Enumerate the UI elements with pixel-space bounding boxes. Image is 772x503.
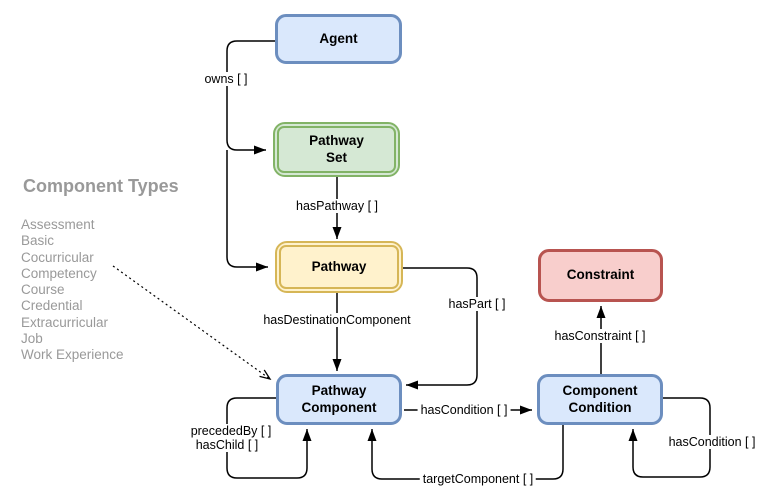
node-agent: Agent <box>275 14 402 64</box>
edge-label-has-constraint: hasConstraint [ ] <box>551 329 649 343</box>
component-type-item: Cocurricular <box>21 249 94 265</box>
node-pathway-component-label: Pathway Component <box>301 382 377 415</box>
edge-has-condition-self-loop <box>628 397 711 478</box>
edge-target-component <box>367 425 564 480</box>
component-type-item: Work Experience <box>21 347 124 363</box>
component-type-item: Basic <box>21 233 55 249</box>
node-pathway-set-label: Pathway Set <box>309 132 364 165</box>
node-constraint: Constraint <box>538 249 663 302</box>
node-constraint-label: Constraint <box>566 267 635 283</box>
node-pathway-component: Pathway Component <box>276 374 402 425</box>
edge-has-part <box>403 267 478 390</box>
node-agent-label: Agent <box>319 30 358 46</box>
edge-label-has-child: hasChild [ ] <box>192 438 262 452</box>
component-type-item: Competency <box>21 265 97 281</box>
edge-label-has-condition-self: hasCondition [ ] <box>665 435 759 449</box>
edge-label-owns: owns [ ] <box>201 72 251 86</box>
edge-label-has-part: hasPart [ ] <box>445 297 509 311</box>
edge-label-preceded-by: precededBy [ ] <box>187 424 275 438</box>
edge-component-types-dotted <box>112 265 272 381</box>
node-pathway-set: Pathway Set <box>273 122 400 177</box>
component-type-item: Course <box>21 282 65 298</box>
edge-preceded-by-has-child-loop <box>226 397 312 479</box>
node-component-condition-label: Component Condition <box>562 382 638 415</box>
component-types-list: Assessment Basic Cocurricular Competency… <box>21 217 124 364</box>
edge-label-has-pathway: hasPathway [ ] <box>293 199 381 213</box>
edge-label-has-condition: hasCondition [ ] <box>417 403 511 417</box>
edge-label-has-destination-component: hasDestinationComponent <box>260 313 414 327</box>
node-pathway: Pathway <box>275 241 403 293</box>
edge-owns-to-pathway <box>226 150 268 272</box>
component-type-item: Job <box>21 331 43 347</box>
node-pathway-label: Pathway <box>311 258 367 274</box>
node-component-condition: Component Condition <box>537 374 663 425</box>
component-type-item: Credential <box>21 298 83 314</box>
edge-label-target-component: targetComponent [ ] <box>419 472 537 486</box>
component-type-item: Extracurricular <box>21 314 109 330</box>
edge-owns-to-pathway-set <box>226 40 275 155</box>
component-types-heading: Component Types <box>23 176 179 196</box>
component-type-item: Assessment <box>21 217 95 232</box>
